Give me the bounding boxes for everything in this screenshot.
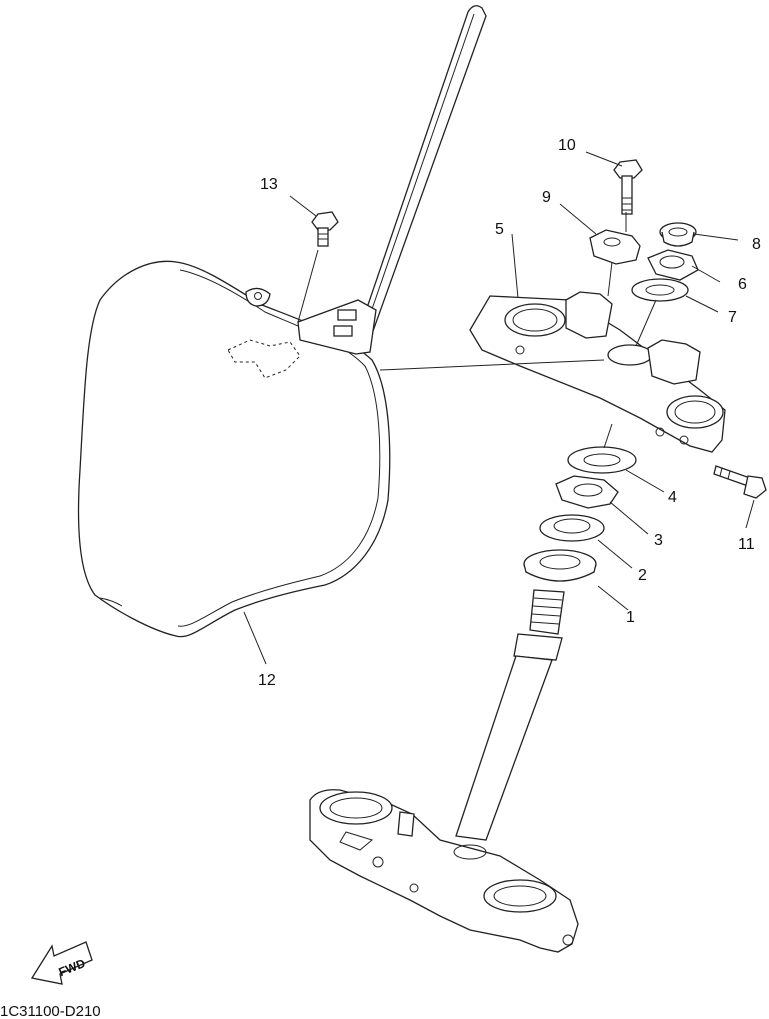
bolt-part-11	[713, 465, 767, 499]
callout-12: 12	[258, 672, 276, 689]
ring-nut-part-3	[555, 475, 619, 509]
upper-triple-clamp-part-5	[469, 291, 726, 453]
number-plate-part-12	[77, 5, 487, 638]
fwd-arrow-icon: FWD	[30, 941, 93, 985]
leader-lines	[243, 151, 755, 665]
callout-1: 1	[626, 609, 635, 626]
nut-part-6	[647, 249, 699, 281]
callout-7: 7	[728, 309, 737, 326]
callout-2: 2	[638, 567, 647, 584]
handlebar-holder-part-9	[589, 229, 641, 265]
callout-9: 9	[542, 189, 551, 206]
callout-8: 8	[752, 236, 761, 253]
cover-part-2	[539, 514, 605, 542]
callout-13: 13	[260, 176, 278, 193]
callout-3: 3	[654, 532, 663, 549]
callout-4: 4	[668, 489, 677, 506]
drawing-code: 1C31100-D210	[0, 1003, 101, 1019]
bolt-part-10	[613, 159, 643, 215]
callout-11: 11	[738, 536, 755, 553]
callout-5: 5	[495, 221, 504, 238]
steering-stem-lower-clamp	[309, 589, 579, 953]
washer-part-7	[631, 278, 689, 302]
washer-part-4	[567, 446, 637, 474]
callout-10: 10	[558, 137, 576, 154]
callout-6: 6	[738, 276, 747, 293]
collar-part-8	[659, 222, 697, 247]
bearing-part-1	[523, 549, 597, 582]
bolt-part-13	[311, 211, 339, 247]
callout-labels: 1 2 3 4 5 6 7 8 9 10 11 12 13	[258, 137, 761, 689]
